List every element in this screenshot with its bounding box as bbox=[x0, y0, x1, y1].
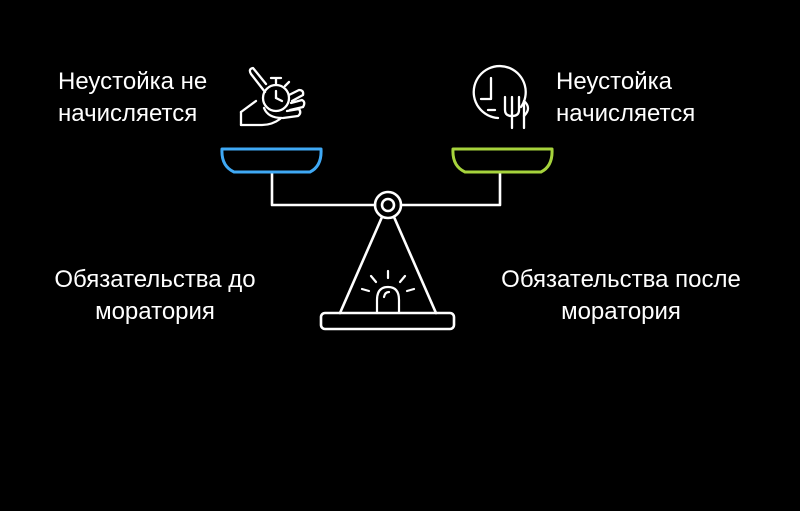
left-pan bbox=[220, 147, 323, 174]
clock-fork-icon bbox=[472, 64, 530, 130]
label-right-bottom: Обязательства после моратория bbox=[476, 264, 766, 328]
label-left-top: Неустойка не начисляется bbox=[58, 66, 228, 130]
scale-pivot-inner bbox=[380, 197, 396, 213]
label-left-bottom-line2: моратория bbox=[95, 298, 215, 325]
label-right-top-line1: Неустойка bbox=[556, 68, 672, 95]
label-left-top-line2: начисляется bbox=[58, 100, 198, 127]
scale-pivot bbox=[373, 190, 403, 220]
label-left-bottom-line1: Обязательства до bbox=[54, 266, 256, 293]
scale-base bbox=[319, 311, 456, 331]
alarm-light-icon bbox=[360, 269, 416, 315]
fist-stopwatch-icon bbox=[239, 66, 306, 127]
label-right-bottom-line1: Обязательства после bbox=[501, 266, 741, 293]
label-right-bottom-line2: моратория bbox=[561, 298, 681, 325]
scale-beam bbox=[270, 170, 502, 207]
scale-stand bbox=[338, 215, 438, 315]
label-left-bottom: Обязательства до моратория bbox=[30, 264, 280, 328]
label-right-top-line2: начисляется bbox=[556, 100, 696, 127]
right-pan bbox=[451, 147, 554, 174]
label-left-top-line1: Неустойка не bbox=[58, 68, 208, 95]
label-right-top: Неустойка начисляется bbox=[556, 66, 736, 130]
